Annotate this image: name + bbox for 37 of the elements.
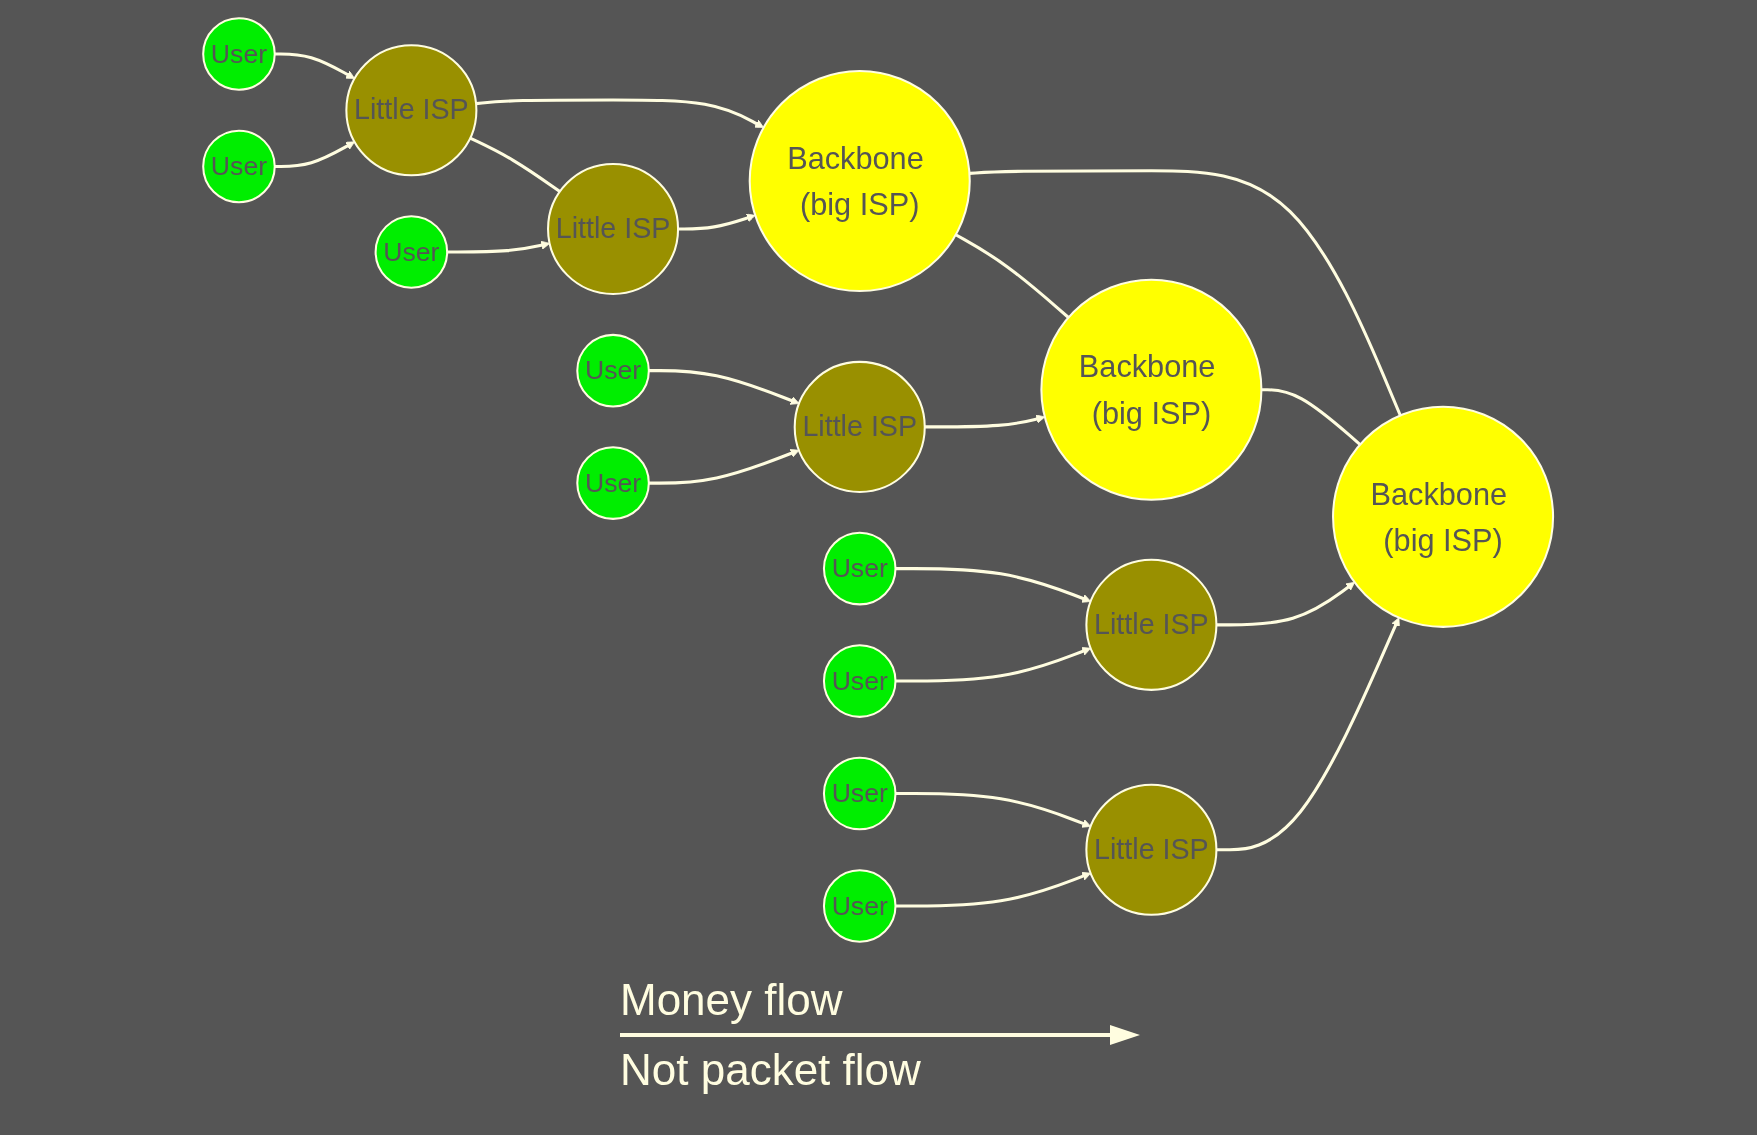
node-circle: Backbone (big ISP)	[1332, 405, 1555, 628]
node-circle: User	[202, 17, 277, 91]
arrow	[275, 141, 356, 168]
node-circle: User	[823, 869, 897, 943]
node-circle: User	[202, 129, 277, 204]
arrow	[275, 52, 356, 79]
connector	[469, 136, 562, 193]
node-circle: Little ISP	[345, 44, 478, 177]
node-circle: Little ISP	[1085, 558, 1218, 691]
flow-note: Not packet flow	[620, 1045, 922, 1095]
node-circle: Little ISP	[794, 360, 927, 493]
arrow	[895, 567, 1092, 603]
node-circle: Backbone (big ISP)	[749, 70, 972, 293]
arrow	[1216, 581, 1356, 627]
connector	[955, 233, 1070, 319]
arrow	[447, 240, 551, 254]
node-circle: User	[374, 215, 449, 289]
arrow	[895, 792, 1092, 828]
node-circle: Little ISP	[1085, 783, 1218, 916]
connector	[969, 169, 1403, 417]
arrow	[649, 369, 800, 405]
node-circle: User	[823, 644, 897, 718]
arrow	[895, 871, 1092, 908]
connector	[1261, 388, 1362, 446]
arrow	[678, 213, 756, 231]
arrow	[476, 98, 765, 128]
node-circle: User	[823, 756, 897, 831]
arrow	[1216, 617, 1401, 852]
node-circle: User	[823, 531, 897, 606]
node-circle: User	[576, 333, 651, 408]
arrow	[895, 646, 1092, 683]
node-circle: Backbone (big ISP)	[1040, 278, 1263, 501]
arrow	[649, 449, 800, 485]
node-circle: User	[576, 446, 651, 520]
node-circle: Little ISP	[547, 162, 680, 295]
arrow	[925, 414, 1046, 429]
flow-note: Money flow	[620, 975, 844, 1025]
